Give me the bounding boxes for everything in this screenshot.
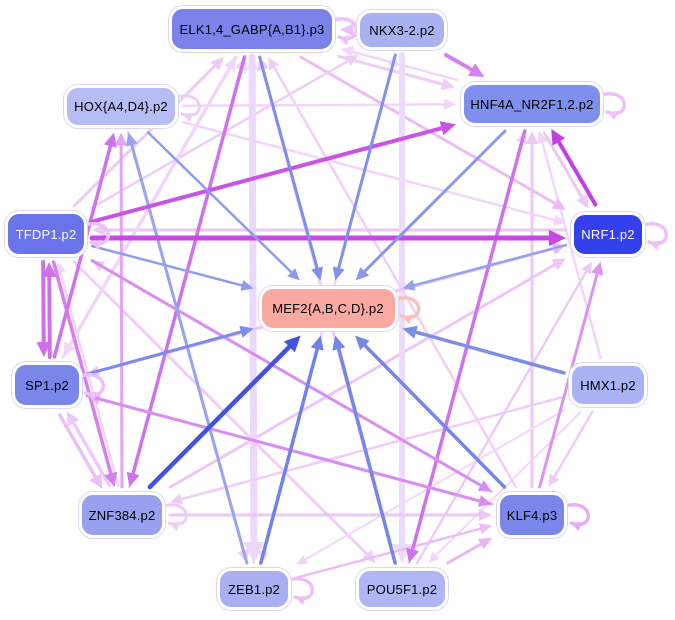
self-loop-sp1 [78, 373, 105, 402]
node-label: SP1.p2 [25, 377, 69, 393]
edge-sp1-tfdp1 [42, 261, 57, 359]
node-label: KLF4.p3 [506, 507, 558, 523]
self-loop-zeb1 [287, 577, 314, 606]
edge-klf4-mef2 [355, 335, 507, 489]
self-loop-znf384 [161, 503, 188, 532]
self-loop-elk [331, 17, 358, 46]
edge-hnf4a-nrf1 [542, 131, 589, 209]
edge-hmx1-klf4 [548, 410, 594, 487]
node-label: ZNF384.p2 [88, 507, 156, 523]
edge-hnf4a-mef2 [355, 129, 507, 281]
node-label: NKX3-2.p2 [369, 22, 435, 38]
edge-elk-zeb1 [243, 53, 265, 563]
edge-tfdp1-mef2 [90, 244, 254, 291]
node-klf4[interactable]: KLF4.p3 [497, 492, 567, 538]
node-elk[interactable]: ELK1,4_GABP{A,B1}.p3 [169, 6, 335, 52]
edge-sp1-mef2 [85, 325, 254, 376]
edge-znf384-mef2 [147, 335, 301, 490]
edge-znf384-klf4 [168, 508, 492, 522]
node-hox[interactable]: HOX{A4,D4}.p2 [64, 84, 178, 128]
node-zeb1[interactable]: ZEB1.p2 [217, 568, 291, 610]
edge-elk-sp1 [63, 55, 238, 357]
edge-hmx1-pou5f1 [428, 411, 582, 563]
node-pou5f1[interactable]: POU5F1.p2 [356, 568, 448, 610]
edge-hmx1-mef2 [402, 325, 566, 375]
edge-elk-mef2 [258, 55, 324, 281]
edge-klf4-nrf1 [538, 261, 604, 489]
edge-nrf1-mef2 [402, 243, 568, 291]
edge-tfdp1-elk [72, 57, 224, 208]
node-label: MEF2{A,B,C,D}.p2 [272, 300, 384, 316]
node-hmx1[interactable]: HMX1.p2 [569, 363, 647, 407]
self-loop-hox [174, 94, 201, 123]
node-label: NRF1.p2 [581, 226, 635, 242]
node-label: ZEB1.p2 [228, 581, 280, 597]
edge-tfdp1-klf4 [90, 259, 492, 492]
node-label: POU5F1.p2 [366, 581, 438, 597]
node-label: TFDP1.p2 [15, 226, 77, 242]
edge-znf384-hox [114, 132, 128, 489]
node-hnf4a[interactable]: HNF4A_NR2F1,2.p2 [461, 82, 603, 126]
self-loop-tfdp1 [83, 222, 110, 251]
edge-hnf4a-pou5f1 [406, 129, 527, 563]
self-loop-hnf4a [599, 92, 626, 121]
edge-klf4-hnf4a [525, 131, 539, 489]
edge-zeb1-klf4 [294, 523, 492, 580]
edge-sp1-klf4 [85, 394, 492, 507]
self-loop-nrf1 [641, 222, 668, 251]
edge-zeb1-hox [125, 132, 249, 565]
node-sp1[interactable]: SP1.p2 [12, 362, 82, 408]
node-tfdp1[interactable]: TFDP1.p2 [5, 211, 87, 257]
self-loop-mef2 [393, 296, 421, 325]
node-mef2[interactable]: MEF2{A,B,C,D}.p2 [258, 285, 398, 331]
self-loop-klf4 [563, 503, 590, 532]
edge-hox-hnf4a [181, 98, 456, 111]
edge-znf384-nrf1 [168, 258, 566, 489]
edge-elk-hnf4a [337, 54, 455, 91]
edge-hox-mef2 [146, 131, 300, 281]
edge-pou5f1-mef2 [332, 335, 397, 565]
node-nrf1[interactable]: NRF1.p2 [571, 211, 645, 257]
node-label: HNF4A_NR2F1,2.p2 [470, 96, 594, 112]
edge-sp1-znf384 [57, 413, 103, 489]
edge-nkx-hnf4a [443, 53, 485, 77]
edge-hmx1-zeb1 [296, 409, 565, 565]
edge-tfdp1-hnf4a [90, 121, 456, 224]
edge-zeb1-mef2 [259, 335, 324, 565]
edge-nrf1-hnf4a [551, 128, 598, 207]
node-label: HOX{A4,D4}.p2 [74, 98, 168, 114]
edge-nkx-mef2 [332, 53, 397, 281]
edge-znf384-sp1 [66, 411, 112, 487]
node-znf384[interactable]: ZNF384.p2 [79, 492, 165, 538]
edge-pou5f1-klf4 [446, 537, 492, 565]
edge-tfdp1-pou5f1 [72, 260, 376, 563]
edge-tfdp1-nrf1 [89, 229, 566, 247]
edge-nrf1-tfdp1 [92, 223, 568, 237]
edge-tfdp1-znf384 [51, 260, 118, 487]
node-label: ELK1,4_GABP{A,B1}.p3 [179, 21, 325, 37]
edge-hmx1-hnf4a [537, 131, 602, 360]
edge-hmx1-znf384 [170, 395, 566, 505]
edge-elk-znf384 [126, 55, 247, 487]
node-nkx[interactable]: NKX3-2.p2 [357, 10, 447, 50]
edge-klf4-elk [268, 57, 518, 489]
edge-nkx-elk [340, 23, 354, 36]
node-label: HMX1.p2 [580, 377, 636, 393]
edge-tfdp1-nkx [90, 55, 359, 209]
edge-hox-nrf1 [181, 121, 566, 226]
